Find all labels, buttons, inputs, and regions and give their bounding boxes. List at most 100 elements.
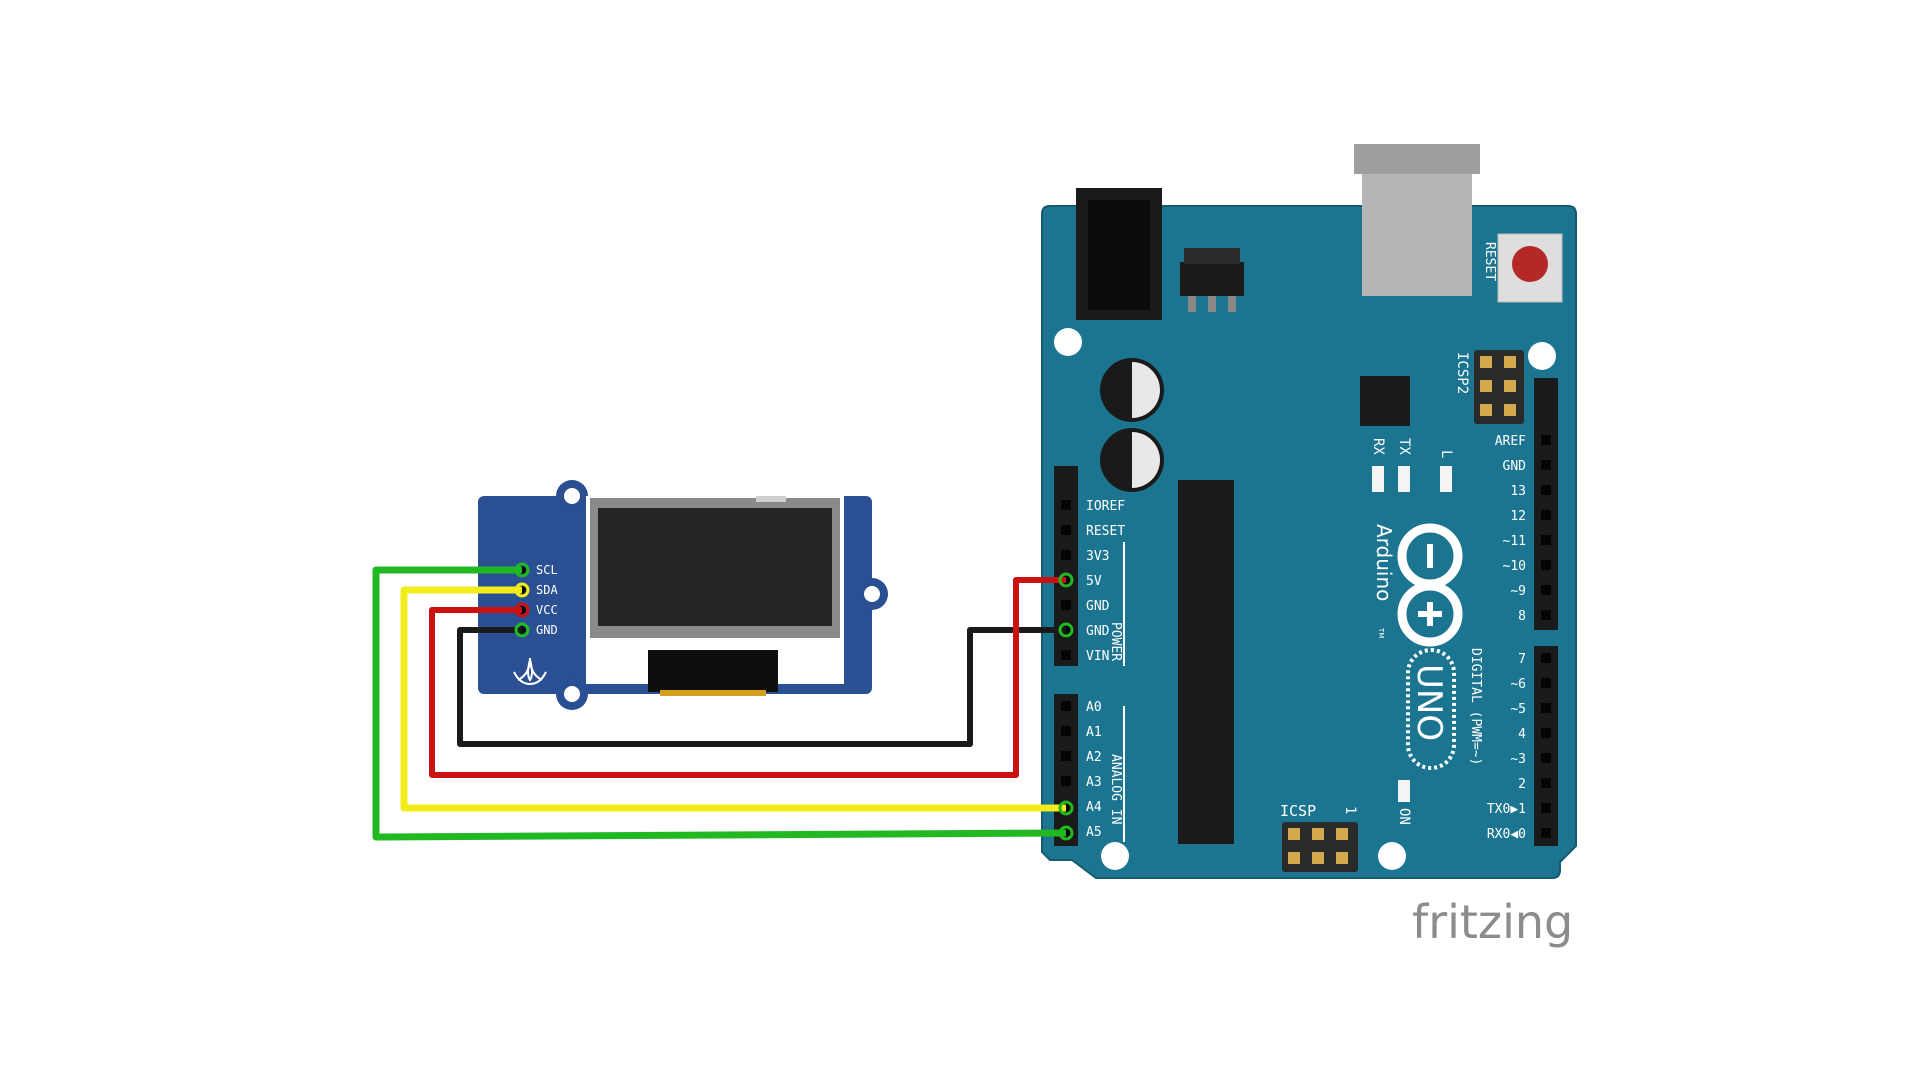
wire-endpoints <box>514 562 1074 841</box>
power-pin-label: RESET <box>1086 524 1125 539</box>
digital-pin-label: TX0▶1 <box>1487 802 1526 817</box>
mounting-hole <box>1101 842 1129 870</box>
reset-button[interactable] <box>1497 233 1563 303</box>
l-label: L <box>1438 450 1454 458</box>
power-pin[interactable] <box>1061 600 1071 610</box>
digital-pin-label: ~3 <box>1510 752 1526 767</box>
on-label: ON <box>1396 808 1412 825</box>
digital-group-label: DIGITAL (PWM=~) <box>1468 648 1483 765</box>
oled-pin-label: SDA <box>536 583 558 597</box>
oled-module: SCL SDA VCC GND <box>478 480 888 710</box>
mounting-hole <box>1378 842 1406 870</box>
arduino-logo-icon <box>1397 523 1463 647</box>
reset-label: RESET <box>1482 242 1497 281</box>
digital-pin-label: GND <box>1503 459 1527 474</box>
icsp-header <box>1282 822 1358 872</box>
usb-chip <box>1360 376 1410 426</box>
digital-pin[interactable] <box>1541 435 1551 445</box>
analog-pin-label: A1 <box>1086 725 1102 740</box>
oled-pin-label: VCC <box>536 603 558 617</box>
mounting-hole <box>1054 328 1082 356</box>
wire-gnd[interactable] <box>457 627 1066 747</box>
power-pin-label: VIN <box>1086 649 1109 664</box>
capacitor <box>1100 358 1164 422</box>
rx-led <box>1372 466 1384 492</box>
arduino-brand: Arduino <box>1372 524 1396 601</box>
wire-scl[interactable] <box>372 566 1067 841</box>
analog-group-label: ANALOG IN <box>1108 754 1123 824</box>
uno-model: UNO <box>1409 664 1449 741</box>
digital-pin[interactable] <box>1541 728 1551 738</box>
analog-pin[interactable] <box>1061 726 1071 736</box>
digital-pin-label: 2 <box>1518 777 1526 792</box>
digital-pin-label: ~11 <box>1503 534 1526 549</box>
analog-pin-label: A4 <box>1086 800 1102 815</box>
power-pin-label: 5V <box>1086 574 1102 589</box>
digital-pin[interactable] <box>1541 610 1551 620</box>
digital-pin[interactable] <box>1541 560 1551 570</box>
fritzing-watermark: fritzing <box>1412 895 1573 949</box>
digital-pin[interactable] <box>1541 778 1551 788</box>
power-pin[interactable] <box>1061 500 1071 510</box>
digital-pin[interactable] <box>1541 753 1551 763</box>
analog-pin-label: A0 <box>1086 700 1102 715</box>
digital-pin-label: ~6 <box>1510 677 1526 692</box>
digital-pin[interactable] <box>1541 653 1551 663</box>
digital-pin[interactable] <box>1541 460 1551 470</box>
digital-pin-label: ~5 <box>1510 702 1526 717</box>
analog-header <box>1054 694 1078 846</box>
digital-pin[interactable] <box>1541 803 1551 813</box>
digital-pin[interactable] <box>1541 485 1551 495</box>
power-pin-label: GND <box>1086 599 1110 614</box>
power-pin-label: GND <box>1086 624 1110 639</box>
voltage-regulator <box>1180 262 1244 296</box>
arduino-uno-board: RESET ICSP2 <box>1041 144 1577 879</box>
analog-pin-label: A2 <box>1086 750 1102 765</box>
capacitor <box>1100 428 1164 492</box>
analog-pin[interactable] <box>1061 701 1071 711</box>
power-pin-label: IOREF <box>1086 499 1125 514</box>
icsp2-header <box>1474 350 1524 424</box>
digital-pin[interactable] <box>1541 678 1551 688</box>
digital-pin[interactable] <box>1541 828 1551 838</box>
digital-pin-label: RX0◀0 <box>1487 827 1526 842</box>
digital-pin-label: 13 <box>1510 484 1526 499</box>
digital-pin-label: 7 <box>1518 652 1526 667</box>
power-pin-label: 3V3 <box>1086 549 1109 564</box>
logo-minus-plus-icon <box>1418 544 1442 626</box>
digital-pin[interactable] <box>1541 585 1551 595</box>
digital-pin-label: 8 <box>1518 609 1526 624</box>
power-pin[interactable] <box>1061 525 1071 535</box>
digital-header-bottom <box>1534 646 1558 846</box>
l-led <box>1440 466 1452 492</box>
icsp-pin1-label: 1 <box>1342 806 1358 814</box>
wire-sda[interactable] <box>400 586 1066 812</box>
digital-pin[interactable] <box>1541 703 1551 713</box>
power-pin[interactable] <box>1061 650 1071 660</box>
analog-pin-label: A3 <box>1086 775 1102 790</box>
analog-pin[interactable] <box>1061 826 1071 836</box>
digital-pin-label: ~10 <box>1503 559 1526 574</box>
oled-pin-labels: SCL SDA VCC GND <box>536 563 558 637</box>
seeed-logo-icon <box>513 657 547 686</box>
oled-ribbon <box>648 650 778 692</box>
on-led <box>1398 780 1410 802</box>
digital-pin[interactable] <box>1541 535 1551 545</box>
oled-pin-label: GND <box>536 623 558 637</box>
oled-screen <box>598 508 832 626</box>
power-group-label: POWER <box>1108 622 1123 661</box>
digital-pin-label: 4 <box>1518 727 1526 742</box>
rx-label: RX <box>1370 438 1386 455</box>
analog-pin[interactable] <box>1061 776 1071 786</box>
icsp-label: ICSP <box>1280 802 1316 820</box>
tx-label: TX <box>1396 438 1412 455</box>
digital-pin[interactable] <box>1541 510 1551 520</box>
analog-pin[interactable] <box>1061 751 1071 761</box>
wire-vcc[interactable] <box>429 577 1066 778</box>
power-pin[interactable] <box>1061 550 1071 560</box>
oled-pin-label: SCL <box>536 563 558 577</box>
icsp2-label: ICSP2 <box>1454 352 1470 394</box>
